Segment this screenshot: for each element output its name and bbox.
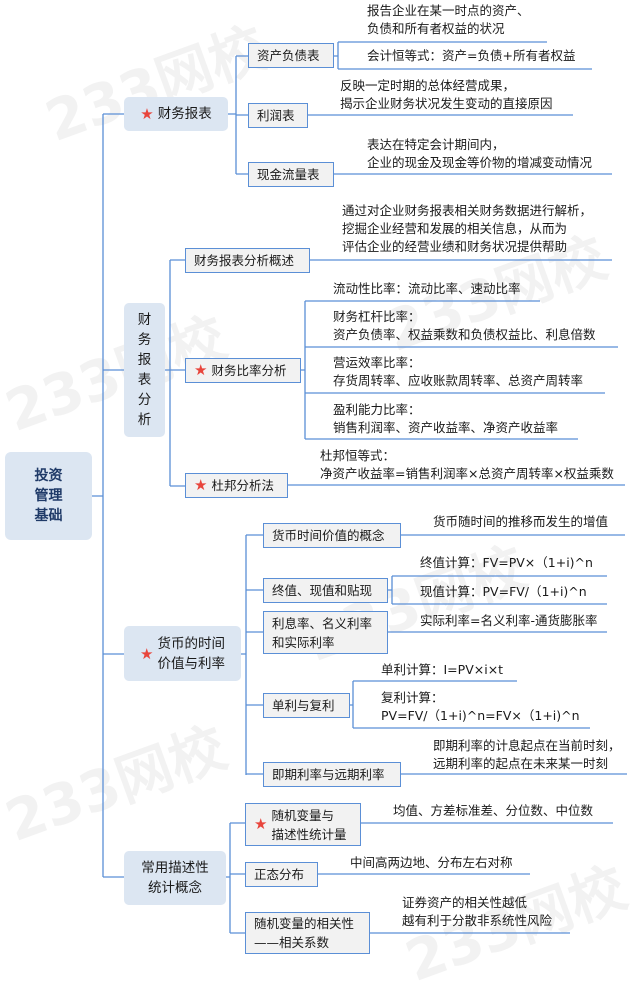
node-random-variables[interactable]: ★随机变量与 描述性统计量 [245, 803, 361, 846]
detail-text: 现值计算：PV=FV/（1+i)^n [420, 584, 587, 599]
detail-text: 单利计算：I=PV×i×t [381, 662, 504, 677]
detail-text: 流动性比率：流动比率、速动比率 [333, 281, 521, 296]
node-descriptive-statistics[interactable]: 常用描述性 统计概念 [124, 851, 226, 905]
detail-text: 均值、方差标准差、分位数、中位数 [393, 803, 594, 818]
star-icon: ★ [254, 815, 268, 833]
node-label: 常用描述性 统计概念 [141, 860, 209, 896]
node-financial-statement-analysis[interactable]: 财 务 报 表 分 析 [124, 303, 165, 437]
node-income-statement[interactable]: 利润表 [248, 103, 308, 128]
detail-text: 通过对企业财务报表相关财务数据进行解析， 挖掘企业经营和发展的相关信息，从而为 … [342, 203, 593, 254]
detail-text: 财务杠杆比率： 资产负债率、权益乘数和负债权益比、利息倍数 [333, 309, 596, 342]
detail-text: 复利计算： PV=FV/（1+i)^n=FV×（1+i)^n [381, 690, 580, 723]
detail-text: 营运效率比率： 存货周转率、应收账款周转率、总资产周转率 [333, 355, 584, 388]
node-label: 财 务 报 表 分 析 [137, 312, 152, 428]
node-label: 杜邦分析法 [211, 478, 274, 493]
node-cash-flow-statement[interactable]: 现金流量表 [248, 162, 334, 187]
node-future-present-value[interactable]: 终值、现值和贴现 [263, 578, 388, 603]
connector-lines [92, 41, 627, 934]
node-financial-statements[interactable]: ★财务报表 [124, 97, 228, 131]
detail-text: 盈利能力比率： 销售利润率、资产收益率、净资产收益率 [333, 402, 559, 435]
star-icon: ★ [194, 476, 208, 494]
detail-text: 杜邦恒等式： 净资产收益率=销售利润率×总资产周转率×权益乘数 [320, 448, 614, 481]
node-analysis-overview[interactable]: 财务报表分析概述 [185, 248, 310, 273]
node-label: 财务比率分析 [211, 363, 287, 378]
node-normal-distribution[interactable]: 正态分布 [245, 862, 318, 887]
detail-text: 终值计算：FV=PV×（1+i)^n [420, 555, 593, 570]
detail-text: 即期利率的计息起点在当前时刻， 远期利率的起点在未来某一时刻 [433, 738, 621, 771]
node-balance-sheet[interactable]: 资产负债表 [248, 43, 334, 68]
detail-text: 实际利率=名义利率-通货膨胀率 [420, 613, 598, 628]
root-node[interactable]: 投资 管理 基础 [5, 452, 92, 540]
detail-text: 证券资产的相关性越低 越有利于分散非系统性风险 [402, 895, 553, 928]
detail-text: 中间高两边地、分布左右对称 [350, 855, 513, 870]
detail-text: 货币随时间的推移而发生的增值 [433, 514, 609, 529]
node-label: 财务报表 [157, 106, 212, 122]
node-correlation[interactable]: 随机变量的相关性 ——相关系数 [245, 912, 370, 954]
detail-text: 反映一定时期的总体经营成果， 揭示企业财务状况发生变动的直接原因 [340, 78, 553, 111]
star-icon: ★ [140, 105, 154, 123]
detail-text: 表达在特定会计期间内， 企业的现金及现金等价物的增减变动情况 [367, 137, 593, 170]
node-tvm-concept[interactable]: 货币时间价值的概念 [263, 523, 401, 548]
node-time-value-of-money[interactable]: ★货币的时间 价值与利率 [124, 626, 241, 681]
node-simple-compound-interest[interactable]: 单利与复利 [263, 693, 350, 718]
node-label: 货币的时间 价值与利率 [157, 635, 225, 672]
star-icon: ★ [140, 644, 154, 663]
star-icon: ★ [194, 361, 208, 379]
detail-text: 报告企业在某一时点的资产、 负债和所有者权益的状况 [367, 3, 530, 36]
node-interest-rates[interactable]: 利息率、名义利率 和实际利率 [263, 611, 388, 654]
node-label: 随机变量与 描述性统计量 [271, 807, 347, 842]
detail-text: 会计恒等式：资产=负债+所有者权益 [367, 48, 576, 63]
node-spot-forward-rates[interactable]: 即期利率与远期利率 [263, 762, 401, 787]
node-dupont-analysis[interactable]: ★杜邦分析法 [185, 473, 288, 498]
node-ratio-analysis[interactable]: ★财务比率分析 [185, 358, 301, 383]
